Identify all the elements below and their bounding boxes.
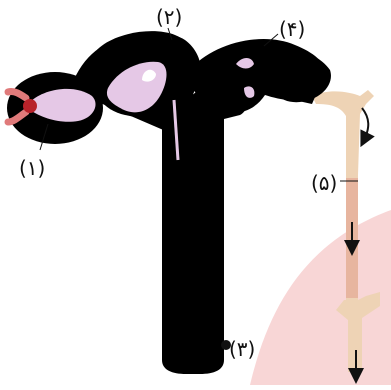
label-1: (۱) <box>19 158 45 178</box>
label-3: (۳) <box>229 339 255 359</box>
label-4: (۴) <box>279 19 305 39</box>
label-2: (۲) <box>156 7 182 27</box>
label-5: (۵) <box>311 173 337 193</box>
flow-arrow-1 <box>362 108 368 140</box>
